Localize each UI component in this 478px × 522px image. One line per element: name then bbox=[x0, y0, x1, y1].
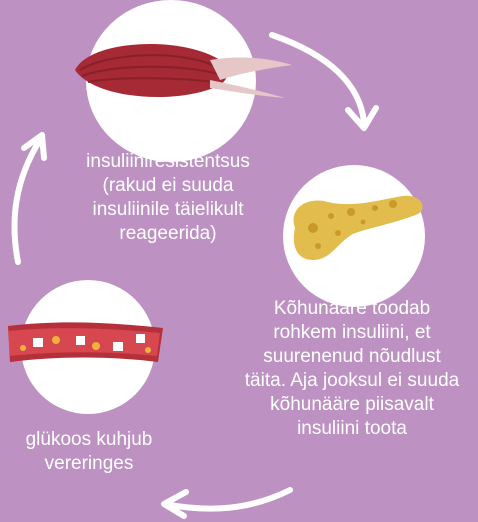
arrow-bottom bbox=[161, 487, 293, 519]
arrow-top-right bbox=[269, 32, 379, 131]
step-label-insulin-resistance: insuliiniresistentsus (rakud ei suuda in… bbox=[86, 151, 250, 244]
blood-vessel-icon bbox=[8, 322, 163, 362]
step-label-glucose: glükoos kuhjub vereringes bbox=[25, 429, 153, 474]
arrow-left bbox=[11, 132, 47, 265]
muscle-icon bbox=[75, 43, 292, 98]
step-label-pancreas: Kõhunääre toodab rohkem insuliini, et su… bbox=[244, 298, 460, 439]
pancreas-icon bbox=[293, 195, 423, 260]
